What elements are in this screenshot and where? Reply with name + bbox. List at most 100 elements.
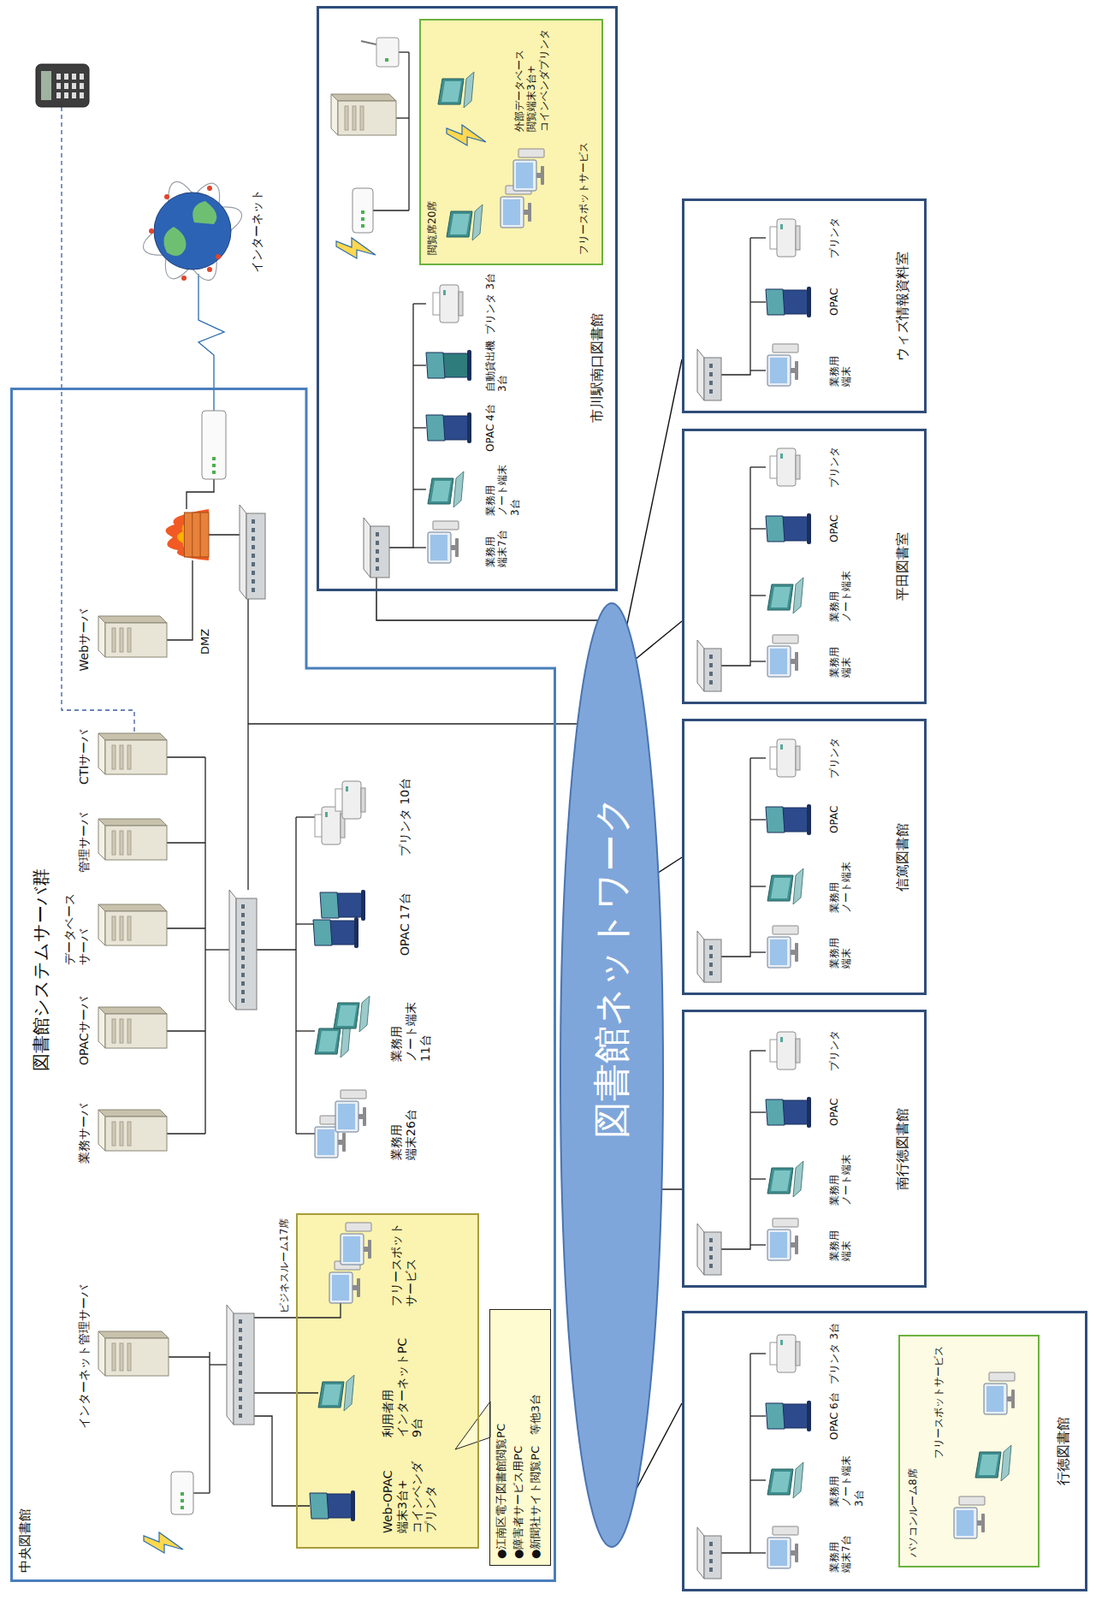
notebook-pc-icon-part: [343, 1374, 355, 1411]
network-switch-icon-part: [246, 513, 266, 599]
network-wire: [750, 236, 766, 238]
network-wire: [750, 466, 766, 468]
network-wire: [208, 1351, 210, 1493]
internet-globe-icon-part: [192, 201, 217, 225]
network-switch-icon-part: [251, 536, 255, 541]
printer-icon-part: [776, 739, 796, 777]
network-switch-icon-part: [704, 357, 722, 401]
node-label: 市川駅南口図書館: [588, 313, 605, 423]
desktop-pc-icon-part: [432, 521, 459, 530]
printer-icon-part: [458, 291, 463, 316]
internet-globe-icon-part: [154, 192, 232, 270]
desktop-pc-icon: [513, 148, 545, 191]
notebook-pc-icon-part: [463, 71, 474, 108]
opac-terminal-icon-part: [467, 412, 472, 444]
network-switch-icon-part: [238, 1327, 243, 1333]
server-icon-part: [105, 1338, 169, 1376]
desktop-pc-icon: [500, 185, 532, 228]
opac-terminal-icon: [765, 1400, 812, 1432]
notebook-pc-icon-part: [441, 81, 462, 102]
node-label: 業務用 端末26台: [389, 1107, 419, 1161]
printer-icon-part: [439, 284, 459, 323]
network-switch-icon: [697, 1527, 722, 1579]
opac-terminal-icon: [309, 1490, 356, 1522]
printer-icon-part: [780, 1339, 783, 1345]
printer-icon: [770, 739, 800, 777]
network-switch-icon-part: [375, 557, 380, 563]
router-icon: [201, 410, 226, 480]
node-label: 業務用 ノート端末 11台: [389, 1000, 433, 1062]
printer-icon-part: [321, 806, 341, 845]
notebook-pc-icon: [318, 1374, 355, 1411]
network-wire: [389, 303, 414, 548]
wireless-bolt-icon: [446, 124, 486, 146]
node-label: OPAC 6台: [828, 1392, 841, 1440]
network-switch-icon-part: [375, 566, 380, 571]
server-icon-part: [112, 1018, 116, 1043]
wireless-bolt-icon: [143, 1532, 184, 1553]
notebook-pc-icon-part: [793, 1161, 804, 1197]
router-icon: [352, 188, 374, 233]
server-icon-part: [119, 627, 124, 652]
router-icon-part: [361, 210, 365, 214]
network-wire: [166, 1132, 206, 1134]
opac-terminal-icon-part: [806, 804, 812, 836]
server-icon: [331, 94, 397, 136]
notebook-pc-icon-part: [318, 1030, 338, 1052]
node-label: 自動貸出機 3台: [484, 338, 510, 392]
node-label: OPAC 4台: [484, 403, 497, 452]
server-icon-part: [119, 745, 124, 770]
desktop-pc-icon-part: [362, 1107, 367, 1126]
server-icon-part: [98, 818, 167, 826]
notebook-pc-icon-part: [333, 1002, 360, 1029]
network-wire: [413, 426, 427, 428]
router-icon-part: [361, 217, 365, 221]
telephone-icon-part: [64, 73, 69, 80]
desktop-pc-icon-part: [981, 1513, 985, 1533]
opac-terminal-icon-part: [313, 919, 332, 946]
notebook-pc-icon-part: [337, 1005, 357, 1026]
network-wire: [750, 594, 766, 596]
network-wire: [750, 301, 766, 303]
opac-terminal-icon-part: [467, 349, 472, 381]
printer-icon: [770, 1031, 800, 1070]
network-link: [556, 722, 578, 724]
server-icon: [98, 1331, 169, 1376]
node-label: 業務用 端末: [828, 1228, 854, 1262]
network-wire: [296, 1132, 315, 1134]
router-icon-part: [212, 456, 216, 461]
router-icon-part: [180, 1492, 184, 1496]
wireless-bolt-icon-part: [336, 237, 376, 259]
network-switch-icon-part: [226, 1304, 234, 1425]
server-icon-part: [112, 1121, 116, 1146]
opac-terminal-icon-part: [806, 286, 812, 318]
desktop-pc-icon: [767, 343, 799, 386]
branch-library-box: 南行徳図書館業務用 端末業務用 ノート端末OPACプリンタ: [681, 1009, 927, 1288]
server-icon: [98, 733, 167, 775]
server-icon-part: [105, 1116, 167, 1151]
network-switch-icon-part: [709, 680, 713, 685]
server-icon-part: [337, 100, 397, 136]
server-icon-part: [112, 1343, 116, 1371]
network-switch-icon-part: [241, 998, 245, 1003]
printer-icon-part: [780, 1036, 783, 1043]
network-switch-icon-part: [238, 1336, 243, 1341]
server-icon-part: [352, 106, 356, 131]
access-point-icon-part: [385, 58, 389, 62]
network-switch-icon-part: [704, 648, 722, 692]
node-label: 南行徳図書館: [894, 1107, 911, 1191]
server-icon-part: [98, 1331, 106, 1376]
node-label: フリースポットサービス: [577, 142, 590, 255]
network-wire: [204, 757, 206, 1134]
network-wire: [166, 756, 206, 758]
desktop-pc-icon-part: [515, 162, 534, 189]
network-switch-icon-part: [709, 1246, 713, 1251]
node-label: 中央図書館: [17, 1508, 33, 1573]
box-fill: [898, 1334, 1040, 1568]
branch-library-box: 行徳図書館業務用 端末7台業務用 ノート端末 3台OPAC 6台プリンタ 3台パ…: [681, 1310, 1088, 1592]
internet-globe-icon: [137, 176, 248, 286]
network-link: [661, 1188, 682, 1190]
node-label: DMZ: [198, 628, 213, 655]
server-icon-part: [105, 740, 167, 775]
